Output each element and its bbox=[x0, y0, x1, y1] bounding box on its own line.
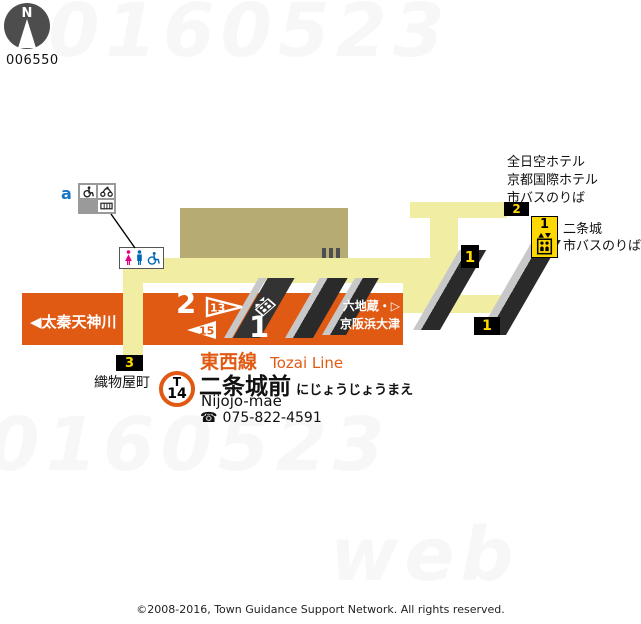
male-toilet-icon bbox=[136, 250, 142, 265]
passage-exit2 bbox=[410, 202, 507, 218]
car-position-flag-13: 13 bbox=[205, 296, 243, 318]
baby-bed-icon bbox=[99, 202, 113, 210]
passage-exit3 bbox=[123, 263, 143, 357]
elevator-icon bbox=[251, 295, 278, 318]
track1-label: 1 bbox=[249, 310, 270, 344]
hotel-label: 全日空ホテル bbox=[507, 155, 586, 170]
exit3-area-label: 織物屋町 bbox=[94, 375, 150, 391]
exit1-stair-bottom-marker: 1 bbox=[474, 317, 500, 335]
platform-direction-east-1: 六地蔵・▷ bbox=[342, 299, 400, 313]
exit1-marker: 1 bbox=[539, 217, 550, 232]
watermark-middle: 0160523 bbox=[0, 402, 390, 488]
track2-label: 2 bbox=[176, 286, 197, 320]
wheelchair-icon bbox=[83, 185, 94, 197]
facility-cell bbox=[98, 185, 114, 198]
motorcycle-icon bbox=[99, 186, 113, 197]
ticket-gate-icon bbox=[336, 248, 340, 258]
ticket-gate-icon bbox=[322, 248, 326, 258]
line-name-row: 東西線 Tozai Line bbox=[200, 347, 343, 374]
nijo-castle-label: 二条城 bbox=[563, 222, 603, 237]
elevator-icon bbox=[536, 232, 553, 255]
map-number: 006550 bbox=[6, 53, 59, 68]
entrance-a-label: a bbox=[61, 184, 72, 203]
station-name-ja: 二条城前 bbox=[199, 374, 291, 400]
line-name-en: Tozai Line bbox=[270, 354, 344, 372]
exit1-stair-top-marker: 1 bbox=[461, 245, 479, 268]
station-name-en: Nijojo-mae bbox=[201, 392, 282, 410]
phone-row: ☎ 075-822-4591 bbox=[200, 407, 322, 426]
platform-direction-west: ◀太秦天神川 bbox=[30, 313, 117, 331]
badge-letter: T bbox=[172, 375, 182, 389]
badge-number: 14 bbox=[167, 386, 187, 402]
platform-elevator bbox=[233, 278, 295, 338]
exit3-marker: 3 bbox=[116, 355, 143, 371]
phone-number: 075-822-4591 bbox=[222, 410, 322, 426]
female-toilet-icon bbox=[124, 250, 132, 265]
svg-text:15: 15 bbox=[199, 325, 214, 338]
compass-north-label: N bbox=[21, 6, 33, 21]
hotel-label: 京都国際ホテル bbox=[507, 173, 599, 188]
station-name-kana: にじょうじょうまえ bbox=[296, 383, 414, 398]
exit1-elevator-box: 1 bbox=[531, 216, 558, 258]
nijo-bus-stop-label: 市バスのりば bbox=[563, 239, 641, 254]
wheelchair-icon bbox=[147, 251, 160, 265]
ticket-gate-icon bbox=[329, 248, 333, 258]
station-name-row: 二条城前 にじょうじょうまえ bbox=[199, 367, 413, 401]
compass-icon: N bbox=[4, 3, 50, 49]
toilet-box bbox=[119, 247, 164, 269]
station-building bbox=[180, 208, 348, 258]
facility-box bbox=[78, 183, 116, 214]
line-name-ja: 東西線 bbox=[200, 351, 258, 373]
facility-cell bbox=[80, 185, 96, 198]
station-number-badge: T 14 bbox=[159, 371, 195, 407]
compass-needle-icon bbox=[18, 19, 36, 48]
copyright-notice: ©2008-2016, Town Guidance Support Networ… bbox=[136, 603, 505, 616]
platform-direction-east-2: 京阪浜大津 bbox=[339, 317, 400, 331]
svg-text:13: 13 bbox=[210, 302, 225, 315]
phone-icon: ☎ bbox=[200, 410, 218, 426]
watermark-top: 0160523 bbox=[48, 0, 450, 74]
watermark-bottom: web bbox=[330, 512, 520, 598]
bus-stop-label: 市バスのりば bbox=[507, 191, 586, 206]
car-position-flag-15: 15 bbox=[187, 321, 216, 339]
exit2-marker: 2 bbox=[504, 202, 529, 216]
facility-cell bbox=[98, 200, 114, 212]
